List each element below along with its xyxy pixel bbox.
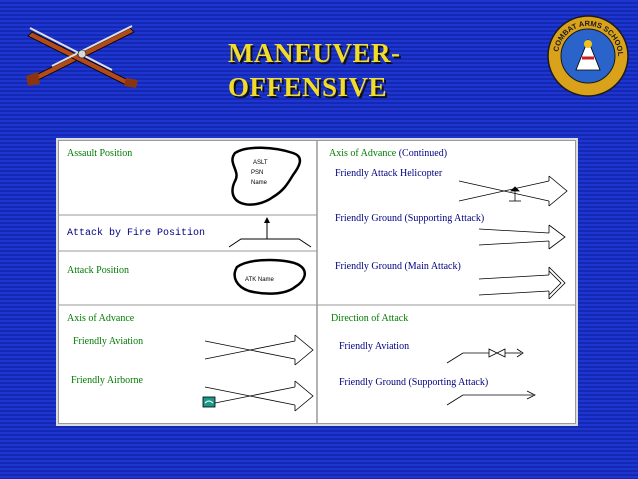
attack-position-outline	[233, 258, 307, 295]
attack-helicopter-axis-symbol	[458, 175, 568, 207]
label-assault-position: Assault Position	[67, 148, 133, 159]
assault-position-outline	[231, 146, 302, 206]
crossed-rifles-icon	[26, 25, 138, 88]
direction-ground-supporting-symbol	[446, 390, 536, 406]
label-ground-supporting: Friendly Ground (Supporting Attack)	[335, 213, 485, 224]
axis-heading-text: Axis of Advance	[329, 148, 397, 159]
label-axis-heading: Axis of Advance (Continued)	[329, 148, 447, 159]
label-attack-by-fire: Attack by Fire Position	[67, 228, 206, 239]
assault-inside-3: Name	[251, 180, 268, 186]
axis-continued-text: (Continued)	[398, 148, 448, 159]
axis-airborne-symbol	[204, 380, 314, 412]
axis-aviation-symbol	[204, 334, 314, 366]
symbol-panel: Assault Position ASLT PSN Name Attack by…	[58, 140, 576, 424]
panel-graphics	[59, 141, 575, 423]
label-axis-of-advance: Axis of Advance	[67, 313, 135, 324]
label-dir-aviation: Friendly Aviation	[339, 341, 410, 352]
title-line-1: MANEUVER-	[228, 38, 401, 68]
label-ground-main: Friendly Ground (Main Attack)	[335, 261, 461, 272]
assault-inside-2: PSN	[251, 170, 264, 176]
label-friendly-aviation: Friendly Aviation	[73, 336, 144, 347]
attack-inside: ATK Name	[245, 277, 274, 283]
label-attack-helicopter: Friendly Attack Helicopter	[335, 168, 443, 179]
airborne-unit-icon	[202, 396, 216, 408]
direction-aviation-symbol	[446, 348, 524, 364]
label-attack-position: Attack Position	[67, 265, 129, 276]
label-direction-heading: Direction of Attack	[331, 313, 409, 324]
page-title: MANEUVER- OFFENSIVE	[228, 36, 401, 104]
attack-by-fire-symbol	[228, 238, 312, 248]
label-friendly-airborne: Friendly Airborne	[71, 375, 143, 386]
title-line-2: OFFENSIVE	[228, 72, 388, 102]
combat-arms-school-seal-icon: COMBAT ARMS SCHOOL	[547, 15, 629, 97]
label-dir-ground-supporting: Friendly Ground (Supporting Attack)	[339, 377, 489, 388]
assault-inside-1: ASLT	[253, 160, 268, 166]
ground-supporting-axis-symbol	[478, 224, 566, 250]
ground-main-axis-symbol	[478, 266, 566, 300]
